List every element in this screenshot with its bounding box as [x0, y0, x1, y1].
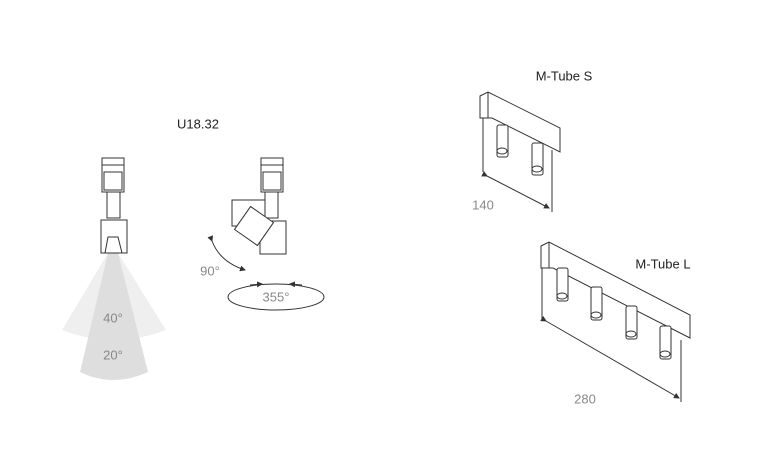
tilt-angle: 90° — [200, 263, 220, 279]
product-title-u18-32: U18.32 — [177, 116, 219, 132]
m-tube-s-icon — [479, 91, 561, 212]
beam-cone-20 — [80, 253, 148, 380]
m-tube-s-title: M-Tube S — [535, 68, 593, 84]
m-tube-s-length: 140 — [472, 197, 494, 213]
m-tube-l-length: 280 — [574, 391, 596, 407]
beam-angle-wide: 40° — [103, 310, 123, 326]
m-tube-l-icon — [540, 241, 691, 402]
fixture-rotated-icon — [231, 157, 287, 255]
fixture-straight-icon — [100, 157, 128, 254]
tilt-arrow — [207, 235, 246, 272]
rotation-angle: 355° — [262, 289, 290, 305]
m-tube-l-title: M-Tube L — [635, 256, 691, 272]
beam-angle-narrow: 20° — [103, 347, 123, 363]
rotation-ellipse — [227, 283, 325, 311]
